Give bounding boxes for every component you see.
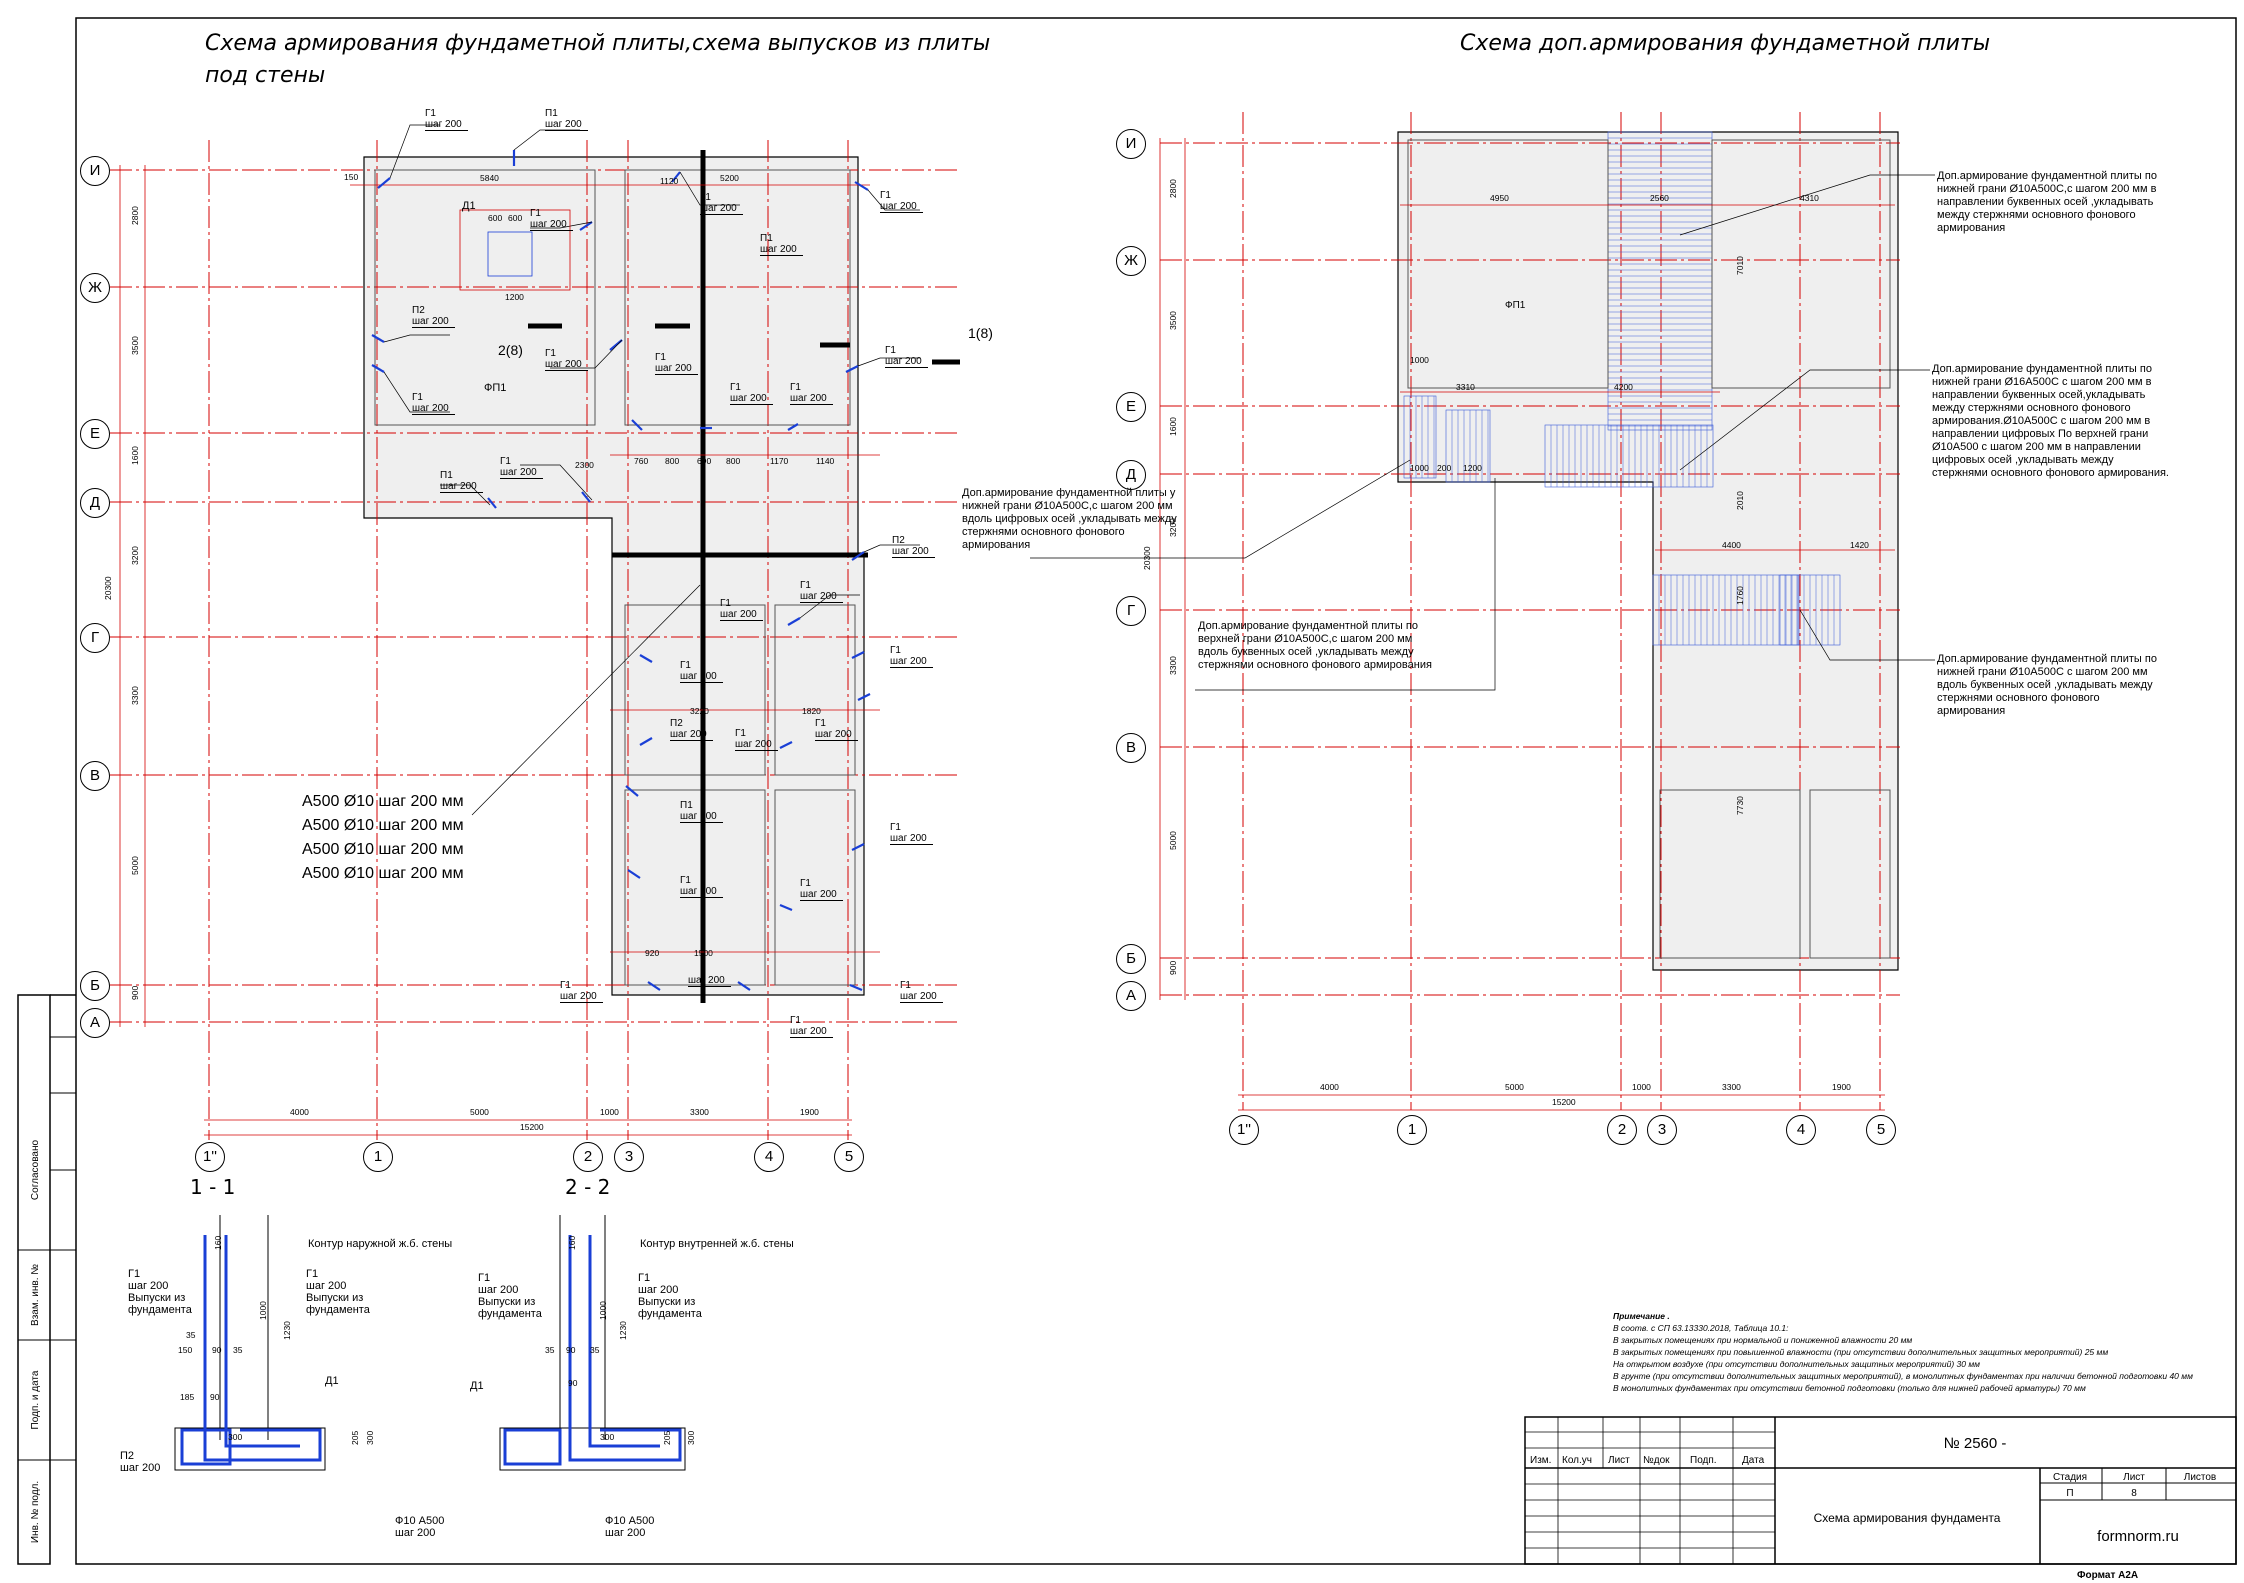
rebar-marks [371,150,871,992]
sheet-value: 8 [2131,1488,2137,1499]
format-label: Формат А2А [2077,1570,2138,1581]
dimension-lines [119,165,880,1136]
sheet-label: Лист [2123,1472,2145,1483]
tb-col-sheet: Лист [1608,1455,1630,1466]
left-title-line1: Схема армирования фундаметной плиты,схем… [205,31,990,56]
leader-lines [383,124,920,816]
stamp-agreed: Согласовано [30,1140,41,1201]
left-title-line2: под стены [205,63,325,88]
stamp-sign-date: Подп. и дата [30,1370,41,1429]
tb-col-docno: №док [1643,1455,1670,1466]
section-1-1 [174,1215,326,1471]
callout-leaders-right [1030,174,1935,691]
d1-opening [459,209,571,291]
stamp-replace-inv: Взам. инв. № [30,1264,41,1326]
side-stamp: Согласовано Взам. инв. № Подп. и дата Ин… [17,994,77,1565]
title-block: Изм. Кол.уч Лист №док Подп. Дата № 2560 … [1524,1416,2237,1581]
left-plan [110,124,960,1140]
sheets-label: Листов [2184,1472,2217,1483]
tb-col-rev: Изм. [1530,1455,1551,1466]
section-cut-lines [528,150,960,1003]
inner-walls [374,169,856,986]
stage-label: Стадия [2053,1472,2087,1483]
right-title: Схема доп.армирования фундаметной плиты [1460,31,1990,56]
grid-cols-right [1242,112,1881,1110]
grid-rows-right [1160,142,1900,996]
right-plan [1030,112,1935,1111]
doc-number: № 2560 - [1944,1435,2007,1452]
tb-col-sign: Подп. [1690,1455,1717,1466]
slab-outline [363,156,865,996]
hatch-lines [1409,137,1835,645]
sheet-title: Схема армирования фундамента [1814,1511,2001,1525]
section-2-2 [499,1215,686,1471]
sheet-frame [75,17,2237,1565]
tb-col-count: Кол.уч [1562,1455,1592,1466]
tb-col-date: Дата [1742,1455,1765,1466]
grid-cols [208,140,849,1140]
inner-walls-right [1407,139,1891,959]
dimension-lines-right [1159,138,1895,1111]
slab-outline-right [1397,131,1899,971]
company-name: formnorm.ru [2097,1528,2179,1545]
stamp-inv-original: Инв. № подл. [30,1481,41,1543]
stage-value: П [2066,1488,2073,1499]
